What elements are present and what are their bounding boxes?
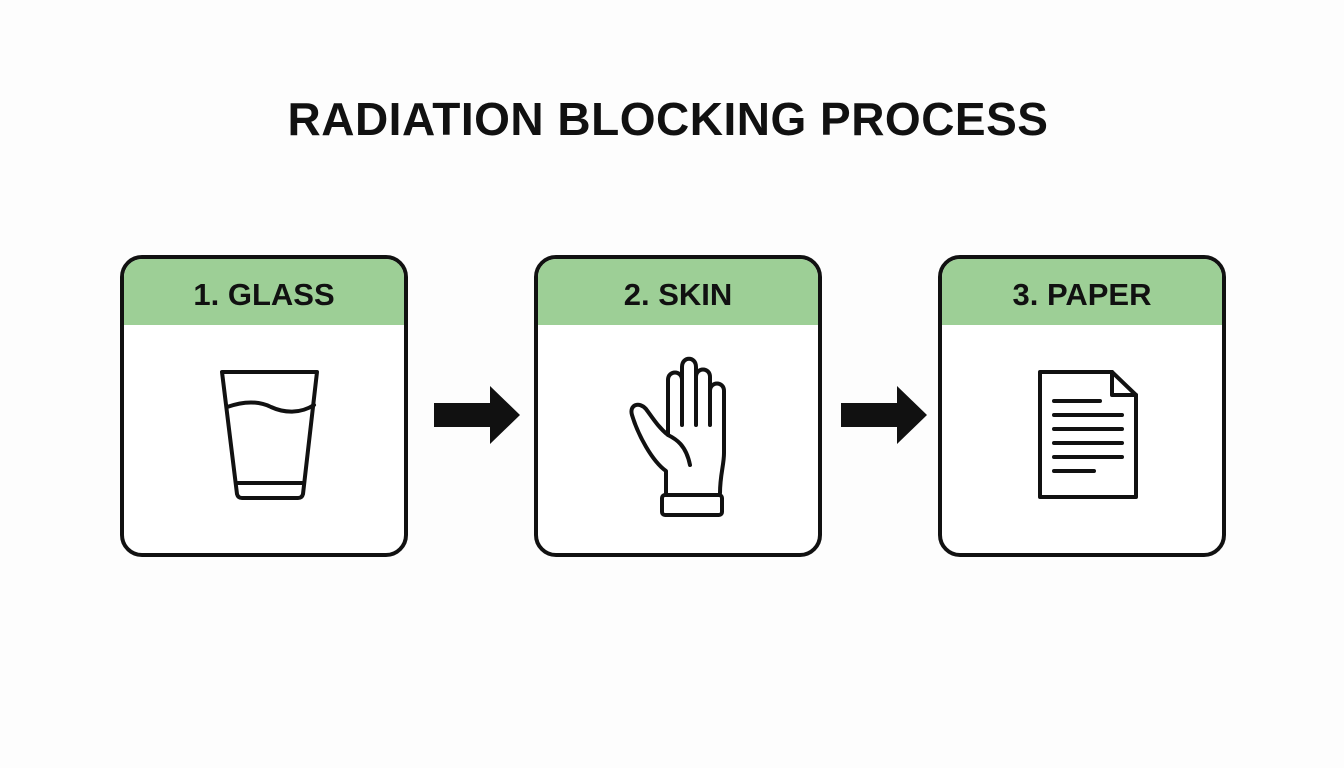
- step-label-glass: 1. GLASS: [124, 259, 404, 325]
- arrow-right-icon: [434, 386, 520, 444]
- arrow-right-icon: [841, 386, 927, 444]
- glass-icon: [220, 370, 319, 500]
- step-card-paper: 3. PAPER: [938, 255, 1226, 557]
- step-label-skin: 2. SKIN: [538, 259, 818, 325]
- step-card-skin: 2. SKIN: [534, 255, 822, 557]
- step-card-glass: 1. GLASS: [120, 255, 408, 557]
- diagram-title: RADIATION BLOCKING PROCESS: [287, 93, 1049, 145]
- hand-icon: [629, 356, 726, 517]
- paper-document-icon: [1038, 370, 1138, 499]
- step-label-paper: 3. PAPER: [942, 259, 1222, 325]
